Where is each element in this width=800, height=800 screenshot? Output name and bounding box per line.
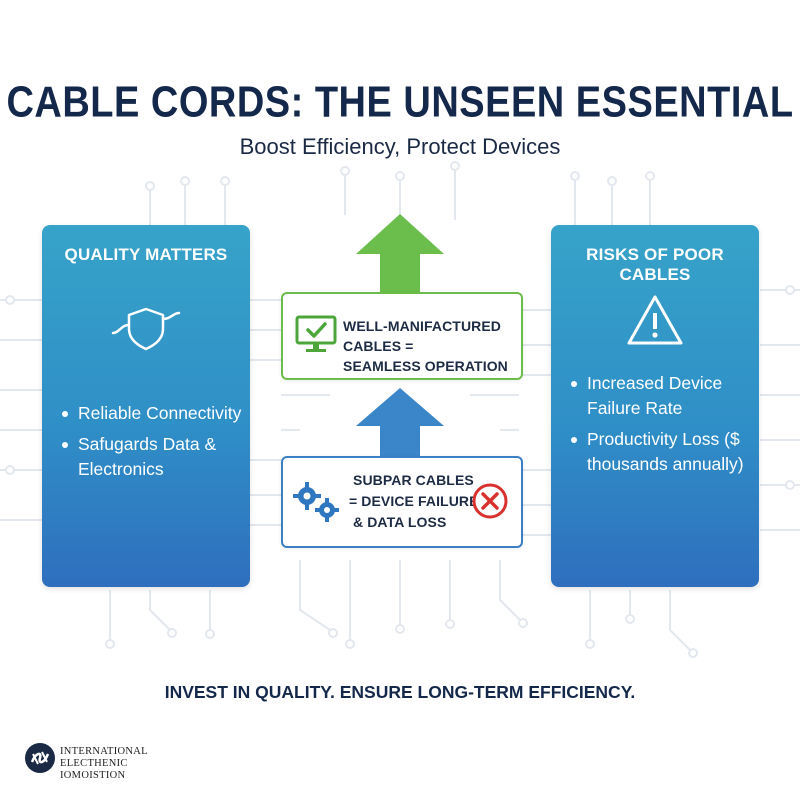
list-item: Reliable Connectivity <box>60 401 242 426</box>
box-line: SUBPAR CABLES <box>353 472 474 488</box>
subpar-cables-box: SUBPAR CABLES = DEVICE FAILURE & & DATA … <box>281 456 523 548</box>
panel-heading: RISKS OF POOR CABLES <box>586 245 724 284</box>
list-item: Increased Device Failure Rate <box>569 371 751 421</box>
risks-bullets: Increased Device Failure Rate Productivi… <box>569 371 751 483</box>
green-arrow-icon <box>356 214 444 294</box>
list-item: Safugards Data & Electronics <box>60 432 242 482</box>
box-line: = DEVICE FAILURE & <box>349 493 493 509</box>
risks-panel: RISKS OF POOR CABLES Increased Device Fa… <box>551 225 759 587</box>
shield-icon <box>42 303 250 358</box>
blue-arrow-icon <box>356 388 444 458</box>
page-title: CABLE CORDS: THE UNSEEN ESSENTIAL <box>6 78 794 128</box>
gears-icon <box>293 482 339 522</box>
box-line: WELL-MANIFACTURED CABLES = <box>343 318 502 354</box>
error-x-icon <box>472 483 508 519</box>
footer-tagline: INVEST IN QUALITY. ENSURE LONG-TERM EFFI… <box>164 682 636 702</box>
well-manufactured-box: WELL-MANIFACTURED CABLES = SEAMLESS OPER… <box>281 292 523 380</box>
warning-icon <box>551 293 759 354</box>
box-line: SEAMLESS OPERATION <box>343 358 508 374</box>
list-item: Productivity Loss ($ thousands annually) <box>569 427 751 477</box>
panel-heading: QUALITY MATTERS <box>64 245 228 264</box>
monitor-check-icon <box>295 315 337 352</box>
page-subtitle: Boost Efficiency, Protect Devices <box>239 134 561 159</box>
box-line: & DATA LOSS <box>353 514 447 530</box>
quality-bullets: Reliable Connectivity Safugards Data & E… <box>60 401 242 488</box>
quality-matters-panel: QUALITY MATTERS Reliable Connectivity Sa… <box>42 225 250 587</box>
organization-name: INTERNATIONAL ELECTHENIC IOMOISTION <box>60 746 148 781</box>
iec-logo-icon <box>25 743 55 773</box>
